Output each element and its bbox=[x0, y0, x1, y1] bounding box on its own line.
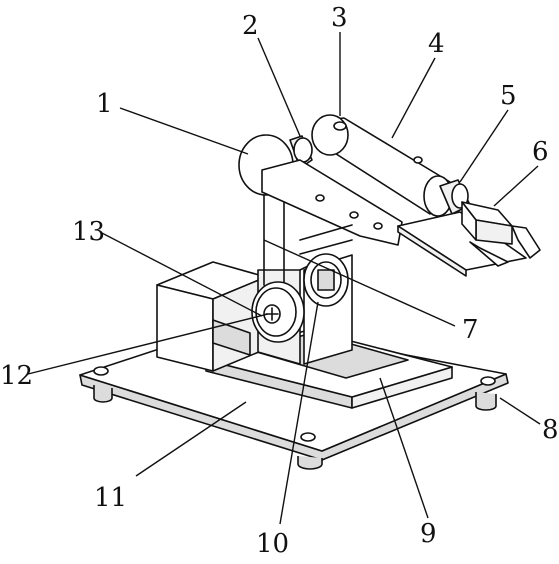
label-1: 1 bbox=[96, 89, 113, 119]
label-2: 2 bbox=[242, 11, 259, 41]
belt-drive bbox=[251, 194, 353, 365]
label-13: 13 bbox=[72, 217, 105, 247]
label-7: 7 bbox=[462, 315, 479, 345]
label-9: 9 bbox=[420, 519, 437, 549]
support-feet bbox=[93, 385, 497, 470]
label-4: 4 bbox=[428, 29, 445, 59]
arm-link bbox=[261, 159, 403, 255]
label-3: 3 bbox=[331, 3, 348, 33]
leader-lines bbox=[27, 32, 541, 525]
gripper bbox=[461, 201, 541, 267]
label-6: 6 bbox=[532, 137, 549, 167]
label-8: 8 bbox=[542, 415, 559, 445]
label-5: 5 bbox=[500, 81, 517, 111]
label-12: 12 bbox=[0, 361, 33, 391]
label-10: 10 bbox=[256, 529, 289, 559]
part-labels: 1 2 3 4 5 6 7 8 9 10 11 12 13 bbox=[0, 3, 559, 559]
label-11: 11 bbox=[94, 483, 127, 513]
control-box bbox=[156, 261, 267, 372]
